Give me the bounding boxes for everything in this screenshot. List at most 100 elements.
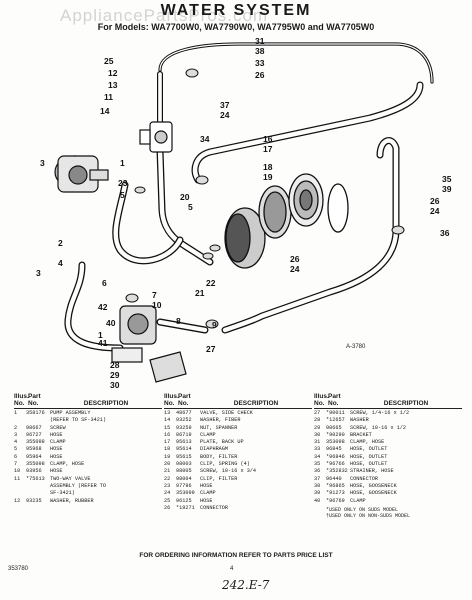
svg-text:9: 9 [212, 320, 217, 330]
part-number [26, 483, 50, 490]
part-description: CONNECTOR [350, 475, 379, 482]
svg-text:22: 22 [206, 278, 216, 288]
part-description: CLAMP, HOSE [50, 461, 85, 468]
part-number: 95613 [176, 439, 192, 446]
part-number: *96769 [326, 497, 345, 504]
illus-number: 18 [164, 446, 171, 453]
part-number: *90011 [326, 410, 345, 416]
table-row: SF-3421) [14, 490, 162, 497]
part-number: 96845 [326, 446, 342, 453]
illus-number: 28 [314, 417, 321, 424]
illus-number: 36 [314, 468, 321, 475]
illus-number: 23 [164, 482, 171, 489]
part-description: CLAMP [350, 497, 366, 504]
part-number: 93252 [176, 417, 192, 424]
column-header: Illus.Part No.No.DESCRIPTION [164, 393, 279, 407]
part-number: 93259 [176, 424, 192, 431]
part-description: SCREW, 1/4-16 x 1/2 [350, 410, 410, 416]
part-description: SCREW, 10-16 x 3/4 [200, 468, 257, 475]
svg-text:1: 1 [120, 158, 125, 168]
illus-number: 31 [314, 439, 321, 446]
svg-text:24: 24 [430, 206, 440, 216]
part-description: HOSE [50, 468, 63, 475]
illus-number: 3 [14, 431, 18, 438]
svg-text:16: 16 [263, 134, 273, 144]
part-description: CLAMP [200, 490, 216, 497]
svg-text:40: 40 [106, 318, 116, 328]
ordering-info: FOR ORDERING INFORMATION REFER TO PARTS … [139, 552, 333, 559]
part-description: HOSE, GOOSENECK [350, 490, 397, 497]
svg-text:24: 24 [290, 264, 300, 274]
part-number: 97796 [176, 482, 192, 489]
pump-assembly-top [54, 155, 109, 193]
svg-text:37: 37 [220, 100, 230, 110]
illus-number: 33 [314, 446, 321, 453]
part-number: *352832 [326, 468, 348, 475]
table-row: 37 96440 CONNECTOR [314, 476, 462, 483]
svg-text:17: 17 [263, 144, 273, 154]
part-description: CLIP, FILTER [200, 475, 238, 482]
svg-text:19: 19 [263, 172, 273, 182]
illus-number: 1 [14, 410, 18, 416]
illus-number: 15 [164, 424, 171, 431]
page-number: 4 [230, 566, 234, 572]
illus-number: 4 [14, 439, 18, 446]
part-number: *91273 [326, 490, 345, 497]
illus-number: 7 [14, 461, 18, 468]
svg-text:24: 24 [220, 110, 230, 120]
part-number: 96440 [326, 475, 342, 482]
page-subtitle: For Models: WA7700W0, WA7790W0, WA7795W0… [97, 22, 375, 32]
illus-number: 37 [314, 475, 321, 482]
svg-text:13: 13 [108, 80, 118, 90]
part-number: 48677 [176, 410, 192, 416]
part-number: *96846 [326, 453, 345, 460]
svg-text:36: 36 [440, 228, 450, 238]
part-description: DIAPHRAGM [200, 446, 229, 453]
hose-3 [64, 261, 124, 352]
hose-clamps [125, 68, 405, 329]
svg-text:10: 10 [152, 300, 162, 310]
pump-assembly-bottom [111, 305, 187, 383]
column-header: Illus.Part No.No.DESCRIPTION [314, 393, 429, 407]
part-number: 98665 [326, 424, 342, 431]
part-number: 95964 [26, 453, 42, 460]
part-description: PUMP ASSEMBLY [50, 410, 91, 416]
svg-text:26: 26 [430, 196, 440, 206]
part-description: CLAMP, HOSE [350, 439, 385, 446]
part-description: TWO-WAY VALVE [50, 475, 91, 482]
svg-text:26: 26 [255, 70, 265, 80]
illus-number: 34 [314, 453, 321, 460]
part-description: HOSE [50, 431, 63, 438]
illus-number: 21 [164, 468, 171, 475]
svg-text:14: 14 [100, 106, 110, 116]
part-description: HOSE, GOOSENECK [350, 482, 397, 489]
document-number: 353780 [8, 566, 29, 572]
part-number: 93235 [26, 497, 42, 504]
part-number: *90290 [326, 431, 345, 438]
part-number: 96125 [176, 497, 192, 504]
svg-text:41: 41 [98, 338, 108, 348]
part-number: 353099 [176, 490, 195, 497]
table-row: (REFER TO SF-3421) [14, 417, 162, 424]
illus-number: 10 [14, 468, 21, 475]
gooseneck-hose-38 [158, 42, 434, 84]
svg-text:5: 5 [120, 190, 125, 200]
svg-text:29: 29 [110, 370, 120, 380]
svg-text:12: 12 [108, 68, 118, 78]
